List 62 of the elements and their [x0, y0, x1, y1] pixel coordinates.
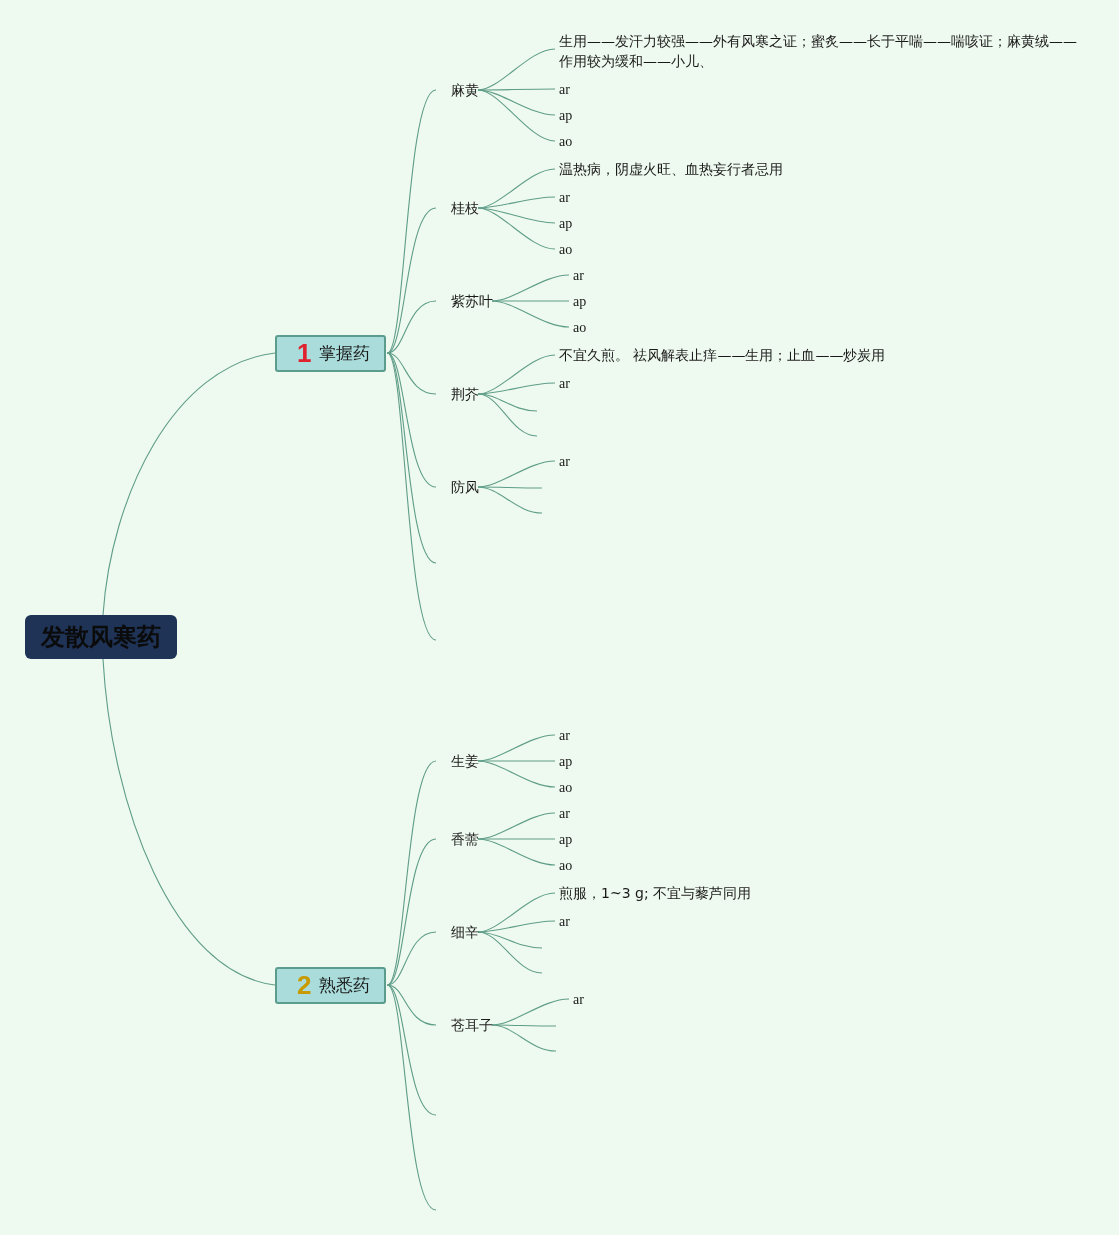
topic-box	[275, 966, 387, 1004]
note-text: ar	[569, 266, 584, 284]
branch-line	[491, 1024, 557, 1027]
note-text: 煎服，1~3 g; 不宜与藜芦同用	[555, 884, 752, 902]
root-topic-box: 发散风寒药	[25, 615, 177, 659]
branch-line	[477, 196, 556, 209]
branch-line	[386, 838, 437, 986]
note-text: ap	[569, 292, 587, 310]
topic-label: 掌握药	[319, 341, 371, 365]
note-text: ar	[569, 990, 584, 1008]
branch-line	[491, 300, 570, 328]
subtopic-label: 荆芥	[436, 384, 479, 404]
branch-line	[102, 352, 276, 616]
note-text: ar	[555, 804, 570, 822]
subtopic-label: 生姜	[436, 751, 479, 771]
branch-line	[477, 760, 556, 788]
branch-line	[386, 984, 437, 1211]
branch-line	[477, 89, 556, 116]
branch-line	[477, 89, 556, 142]
note-text: 温热病，阴虚火旺、血热妄行者忌用	[555, 160, 783, 178]
note-text: ao	[555, 132, 573, 150]
subtopic-label: 香薷	[436, 829, 479, 849]
branch-line	[102, 658, 276, 986]
subtopic-label: 苍耳子	[436, 1015, 493, 1035]
note-text: ar	[555, 374, 570, 392]
branch-line	[386, 352, 437, 564]
topic-label: 熟悉药	[319, 973, 371, 997]
subtopic-label: 紫苏叶	[436, 291, 493, 311]
note-text: ar	[555, 188, 570, 206]
note-text: 不宜久煎。 祛风解表止痒——生用；止血——炒炭用	[555, 346, 886, 364]
priority-marker: 2	[297, 969, 312, 1001]
note-text: ap	[555, 752, 573, 770]
note-text: 生用——发汗力较强——外有风寒之证；蜜炙——长于平喘——喘咳证；麻黄绒——作用较为缓和——小儿、	[555, 31, 1079, 71]
note-text: ao	[569, 318, 587, 336]
branch-line	[491, 1024, 557, 1052]
note-text: ar	[555, 912, 570, 930]
branch-line	[477, 920, 556, 933]
subtopic-label: 麻黄	[436, 80, 479, 100]
branch-line	[386, 300, 437, 354]
branch-line	[477, 207, 556, 250]
topic-box	[275, 334, 387, 372]
branch-line	[477, 931, 543, 974]
branch-line	[477, 486, 543, 514]
note-text: ap	[555, 214, 573, 232]
subtopic-label: 细辛	[436, 922, 479, 942]
subtopic-label: 桂枝	[436, 198, 479, 218]
note-text: ap	[555, 830, 573, 848]
branch-line	[477, 382, 556, 395]
note-text: ar	[555, 452, 570, 470]
note-text: ao	[555, 240, 573, 258]
note-text: ar	[555, 726, 570, 744]
subtopic-label: 防风	[436, 477, 479, 497]
branch-line	[477, 393, 538, 437]
priority-marker: 1	[297, 337, 312, 369]
note-text: ap	[555, 106, 573, 124]
branch-line	[477, 838, 556, 866]
note-text: ao	[555, 856, 573, 874]
branch-line	[386, 931, 437, 986]
note-text: ar	[555, 80, 570, 98]
branch-line	[386, 352, 437, 641]
branch-line	[477, 486, 543, 489]
note-text: ao	[555, 778, 573, 796]
